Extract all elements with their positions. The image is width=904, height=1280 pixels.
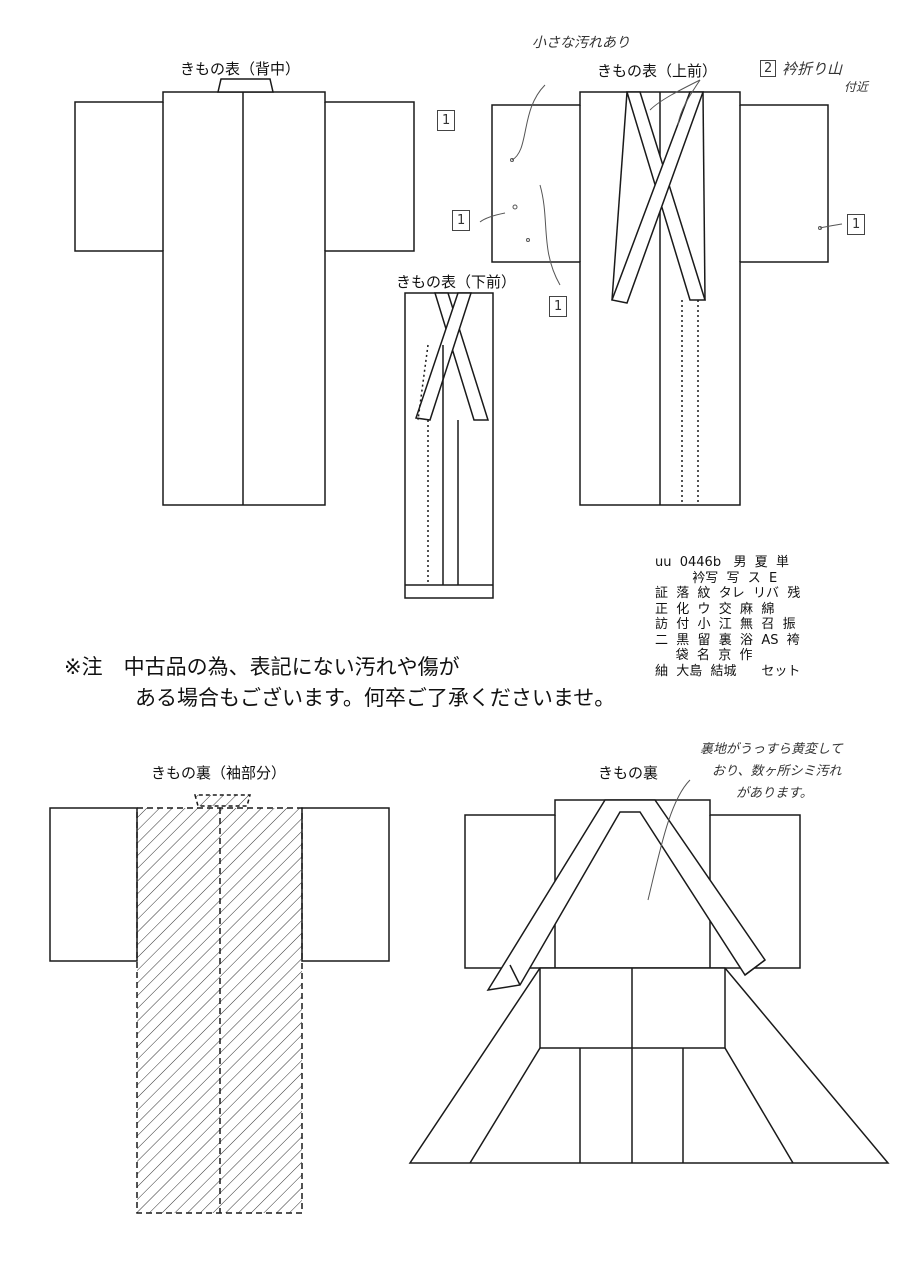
- annotation-lining-note-2: おり、数ヶ所シミ汚れ: [712, 764, 842, 779]
- code-row: 訪 付 小 江 無 召 振: [655, 617, 796, 632]
- code-row: uu 0446b 男 夏 単: [655, 555, 790, 570]
- kimono-sleeve-lining: [50, 795, 389, 1213]
- pencil-marks: [480, 80, 842, 900]
- kimono-upper-front: [492, 92, 828, 505]
- annotation-mark-1-c: 1: [549, 296, 568, 317]
- label-sleeve-lining: きもの裏（袖部分）: [151, 764, 287, 782]
- kimono-lower-front: [405, 293, 493, 598]
- annotation-mark-1-a: 1: [437, 110, 456, 131]
- kimono-lining: [410, 800, 888, 1163]
- notice: ※注 中古品の為、表記にない汚れや傷が ある場合もございます。何卒ご了承ください…: [64, 652, 615, 714]
- code-row: 証 落 紋 タレ リバ 残: [655, 586, 801, 601]
- label-upper-front: きもの表（上前）: [597, 62, 718, 80]
- code-row: 袋 名 京 作: [655, 648, 753, 663]
- annotation-collar-note-2: 付近: [844, 80, 869, 94]
- label-back: きもの表（背中）: [180, 60, 301, 78]
- annotation-small-stain: 小さな汚れあり: [532, 35, 630, 51]
- kimono-back: [75, 79, 414, 505]
- annotation-lining-note-3: があります。: [736, 786, 813, 801]
- code-table: uu 0446b 男 夏 単 衿写 写 ス E 証 落 紋 タレ リバ 残 正 …: [655, 555, 800, 679]
- notice-line-1: ※注 中古品の為、表記にない汚れや傷が: [64, 655, 460, 679]
- annotation-mark-1-d: 1: [847, 214, 866, 235]
- annotation-collar-note-1: 衿折り山: [782, 60, 843, 78]
- annotation-collar-mark: 2: [760, 60, 777, 77]
- label-lining: きもの裏: [598, 764, 659, 782]
- annotation-lining-note-1: 裏地がうっすら黄変して: [700, 742, 843, 757]
- code-row: 正 化 ウ 交 麻 綿: [655, 601, 775, 617]
- code-row: 衿写 写 ス E: [655, 570, 778, 586]
- label-lower-front: きもの表（下前）: [396, 273, 517, 291]
- notice-line-2: ある場合もございます。何卒ご了承くださいませ。: [135, 686, 616, 710]
- code-row: 二 黒 留 裏 浴 AS 袴: [655, 632, 800, 648]
- code-row: 紬 大島 結城 セット: [655, 663, 801, 679]
- annotation-mark-1-b: 1: [452, 210, 471, 231]
